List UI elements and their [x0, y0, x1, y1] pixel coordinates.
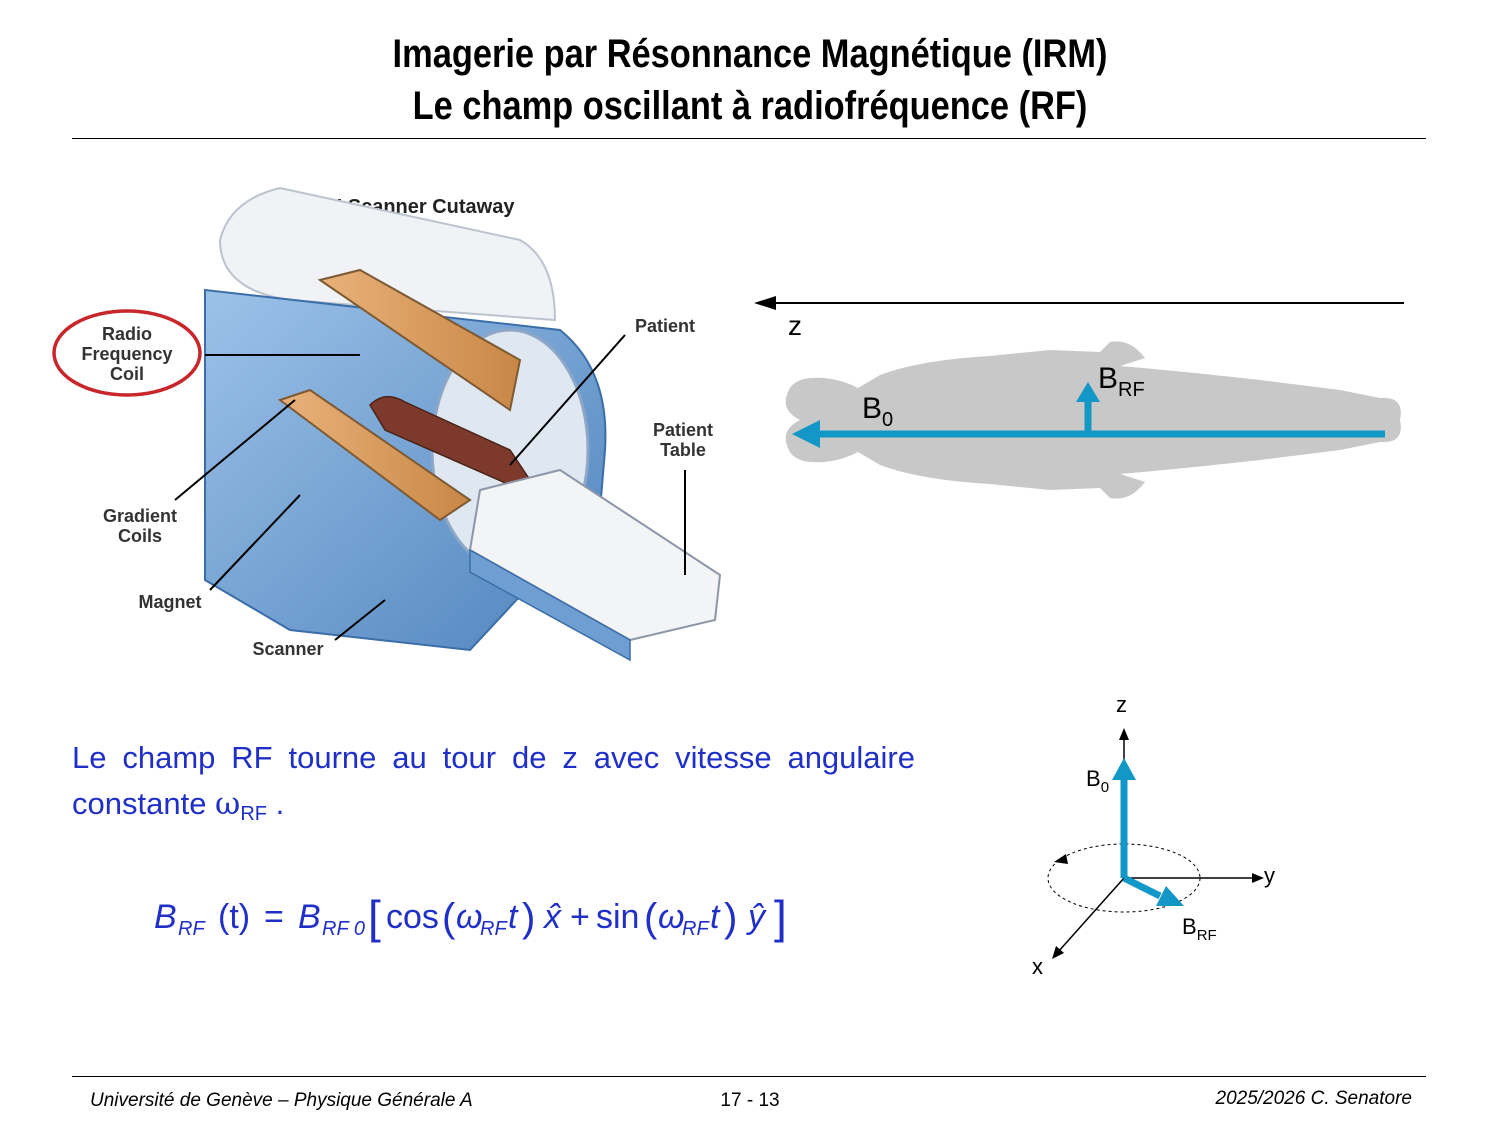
svg-text:sin: sin	[596, 898, 639, 936]
slide-title: Imagerie par Résonnance Magnétique (IRM)…	[105, 28, 1395, 132]
svg-text:t: t	[710, 898, 721, 936]
label-rf-coil-2: Frequency	[81, 344, 172, 364]
svg-text:=: =	[264, 898, 284, 936]
svg-text:[: [	[368, 891, 381, 943]
svg-text:B: B	[298, 898, 321, 936]
rf-coil-highlight-ring	[52, 309, 202, 397]
label-rf-coil-3: Coil	[110, 364, 144, 384]
footer-author-year: 2025/2026 C. Senatore	[1215, 1088, 1413, 1109]
rotation-ellipse	[1047, 843, 1201, 913]
footer-rule	[72, 1076, 1426, 1077]
patient-table	[468, 468, 722, 642]
b0-arrowhead	[792, 420, 820, 448]
rf-coil-upper	[317, 268, 522, 412]
title-line-2: Le champ oscillant à radiofréquence (RF)	[412, 84, 1088, 128]
svg-text:t: t	[508, 898, 519, 936]
footer-institution: Université de Genève – Physique Générale…	[90, 1090, 473, 1111]
label-table-2: Table	[660, 440, 706, 460]
svg-text:RF: RF	[480, 918, 508, 940]
y-axis-arrowhead	[1252, 873, 1264, 883]
scanner-top-cover	[218, 186, 557, 322]
svg-text:RF 0: RF 0	[322, 918, 365, 940]
label-rf-coil-1: Radio	[102, 324, 152, 344]
svg-text:RF: RF	[178, 918, 206, 940]
title-line-1: Imagerie par Résonnance Magnétique (IRM)	[392, 32, 1108, 76]
svg-text:]: ]	[774, 891, 787, 943]
label-gradient-1: Gradient	[103, 506, 177, 526]
brf-vector	[1122, 874, 1162, 900]
svg-text:ω: ω	[456, 898, 482, 936]
table-base	[469, 548, 631, 662]
body-field-diagram: z B0 BRF	[754, 296, 1404, 499]
brf-equation: B RF (t) = B RF 0 [ cos ( ω RF t ) x̂ + …	[154, 891, 787, 943]
svg-text:ŷ: ŷ	[746, 898, 767, 936]
x-label: x	[1032, 954, 1043, 979]
callout-line-magnet	[209, 494, 301, 591]
svg-text:cos: cos	[386, 898, 439, 936]
body-silhouette	[785, 341, 1401, 499]
z-axis-label: z	[788, 310, 802, 341]
svg-text:ω: ω	[658, 898, 684, 936]
svg-text:B: B	[154, 898, 177, 936]
title-rule	[72, 138, 1426, 139]
brf-arrowhead	[1156, 886, 1184, 906]
label-table-1: Patient	[653, 420, 713, 440]
label-patient: Patient	[635, 316, 695, 336]
footer-page-number: 17 - 13	[720, 1090, 780, 1111]
callout-line-patient	[509, 334, 626, 466]
svg-text:+: +	[570, 898, 590, 936]
x-axis-arrowhead	[1052, 946, 1064, 959]
brf-arrowhead	[1076, 382, 1100, 402]
brf-label: BRF	[1182, 914, 1217, 944]
b0-arrowhead	[1112, 758, 1136, 780]
z-axis-arrowhead	[1119, 728, 1129, 740]
label-scanner: Scanner	[252, 639, 323, 659]
svg-text:(t): (t)	[218, 898, 250, 936]
b0-label: B0	[862, 392, 893, 431]
mri-scanner-illustration: MRI Scanner Cutaway Radio Frequency Coil…	[52, 186, 722, 662]
callout-line-gradient	[174, 399, 296, 501]
gradient-coil-lower	[277, 388, 472, 522]
b0-label: B0	[1086, 766, 1109, 796]
z-axis-arrowhead	[754, 296, 776, 310]
svg-text:): )	[522, 896, 535, 940]
z-label: z	[1116, 692, 1127, 717]
svg-text:RF: RF	[682, 918, 710, 940]
svg-text:(: (	[644, 896, 658, 940]
rotation-direction-arrowhead	[1054, 854, 1068, 864]
rotating-field-axes: z y x B0 BRF	[1032, 692, 1275, 979]
svg-text:x̂: x̂	[542, 898, 562, 936]
x-axis	[1057, 877, 1125, 953]
label-gradient-2: Coils	[118, 526, 162, 546]
description-paragraph: Le champ RF tourne au tour de z avec vit…	[72, 740, 915, 825]
svg-text:(: (	[442, 896, 456, 940]
callout-line-scanner	[334, 599, 386, 641]
brf-label: BRF	[1098, 362, 1145, 401]
y-label: y	[1264, 863, 1275, 888]
svg-text:): )	[724, 896, 737, 940]
label-magnet: Magnet	[139, 592, 202, 612]
